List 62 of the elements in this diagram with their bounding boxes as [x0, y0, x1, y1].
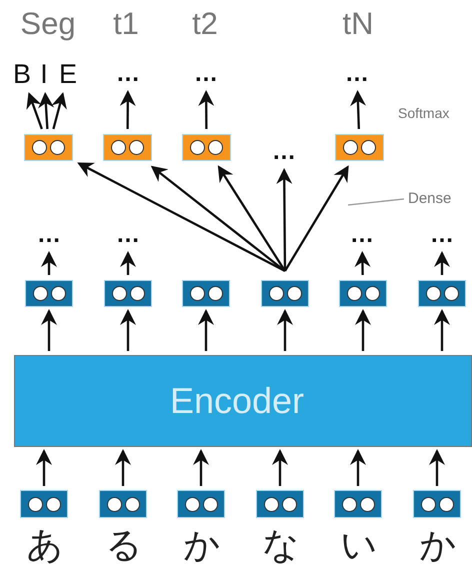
arrow [26, 92, 43, 130]
arrow [272, 449, 288, 486]
arrow [115, 449, 131, 486]
softmax-box [182, 134, 231, 161]
embedding-box [182, 280, 230, 307]
arrow [193, 449, 209, 486]
embedding-box [339, 280, 387, 307]
output-label: I [36, 60, 52, 88]
column-heading: t1 [112, 8, 140, 39]
arrow [120, 90, 136, 129]
character-label: か [418, 527, 458, 563]
ellipsis: … [31, 223, 67, 247]
encoder-box: Encoder [14, 355, 472, 447]
arrow [277, 309, 293, 351]
arrow [434, 309, 450, 351]
arrow [41, 309, 57, 351]
embedding-box [104, 280, 152, 307]
column-heading: t2 [191, 8, 219, 39]
arrow [120, 251, 136, 275]
embedding-box [418, 280, 466, 307]
layer-label: Softmax [398, 106, 450, 120]
character-label: か [182, 527, 222, 563]
arrow [36, 449, 52, 486]
ellipsis: … [188, 62, 224, 86]
arrow [276, 168, 292, 271]
softmax-box [335, 134, 384, 161]
ellipsis: … [266, 140, 302, 164]
softmax-box [103, 134, 152, 161]
layer-label: Dense [408, 187, 468, 209]
character-label: る [104, 527, 144, 563]
ellipsis: … [344, 223, 380, 247]
arrow [51, 92, 67, 130]
arrow [434, 251, 450, 275]
arrow [120, 309, 136, 351]
arrow [350, 90, 366, 130]
leader-line [348, 198, 404, 206]
ellipsis: … [110, 223, 146, 247]
arrow [198, 309, 214, 351]
arrow [284, 165, 349, 272]
character-label: い [340, 527, 378, 563]
ellipsis: … [424, 223, 460, 247]
embedding-box [25, 280, 73, 307]
character-label: あ [26, 527, 64, 563]
arrow [198, 90, 214, 129]
character-label: な [262, 527, 300, 563]
embedding-box [261, 280, 309, 307]
arrow [354, 251, 371, 276]
arrow [218, 165, 286, 272]
arrow [350, 449, 366, 486]
arrow [38, 92, 54, 130]
softmax-box [24, 134, 73, 161]
arrow [77, 162, 286, 272]
ellipsis: … [110, 62, 146, 86]
arrow [429, 449, 445, 486]
column-heading: Seg [19, 8, 77, 39]
column-heading: tN [342, 8, 374, 39]
output-label: E [56, 60, 80, 88]
arrow [355, 309, 371, 351]
arrow [41, 251, 57, 275]
arrow [150, 166, 286, 272]
output-label: B [11, 60, 33, 88]
ellipsis: … [339, 62, 375, 86]
